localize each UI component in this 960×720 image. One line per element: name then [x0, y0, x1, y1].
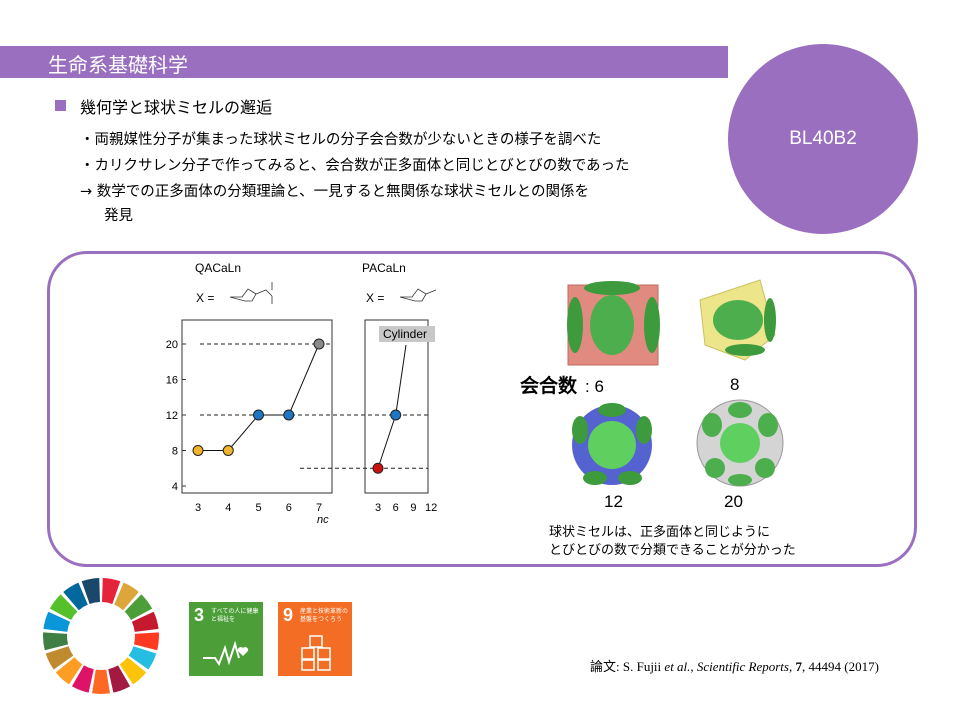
x-tick-label: 6 [286, 502, 292, 514]
x-tick-label: 3 [375, 502, 381, 514]
sdg-3-icon: 3 すべての人に健康と福祉を [189, 602, 263, 676]
y-tick-label: 4 [172, 481, 178, 493]
panel-title-qacal: QACaLn [195, 261, 241, 275]
sdg-wheel-segment [55, 657, 83, 685]
caption-line: とびとびの数で分類できることが分かった [549, 543, 796, 558]
sdg-wheel-segment [49, 594, 78, 620]
dodecahedron-micelle-image [572, 403, 652, 485]
sdg-wheel-segment [131, 611, 159, 632]
data-point [192, 445, 204, 456]
caption-line: 球状ミセルは、正多面体と同じように [549, 525, 771, 540]
x-tick-label: 12 [425, 502, 437, 514]
formula-qacal: X = [196, 291, 214, 305]
molecule-structure-icon [399, 288, 437, 302]
sdg-wheel-segment [92, 669, 110, 694]
sdg-wheel-segment [128, 646, 157, 670]
sdg-number: 3 [194, 605, 205, 625]
y-tick-label: 20 [166, 339, 178, 351]
x-tick-label: 9 [410, 502, 416, 514]
series-line [227, 414, 259, 451]
sdgs-wheel-logo [43, 578, 159, 694]
y-tick-label: 16 [166, 375, 178, 387]
text-line: → 数学での正多面体の分類理論と、一見すると無関係な球状ミセルとの関係を [80, 184, 590, 200]
data-point [222, 445, 234, 456]
data-point [313, 338, 325, 350]
series-line [288, 343, 320, 416]
x-axis-label: nc [317, 514, 329, 526]
data-point [372, 462, 384, 474]
cylinder-label-box [379, 326, 435, 342]
y-tick-label: 8 [172, 446, 178, 458]
x-tick-label: 3 [195, 502, 201, 514]
sdg-text: すべての人に健康と福祉を [211, 608, 259, 623]
aggregation-value: 8 [730, 375, 739, 394]
x-tick-label: 6 [393, 502, 399, 514]
aggregation-value: 20 [724, 492, 743, 511]
cylinder-arrow [395, 344, 407, 416]
section-heading: 幾何学と球状ミセルの邂逅 [80, 98, 273, 117]
sdg-wheel-segment [133, 632, 159, 651]
sdg-wheel-segment [102, 578, 121, 604]
data-point [283, 409, 295, 421]
title-banner: 生命系基礎科学 [0, 46, 728, 78]
sdg-wheel-segment [124, 594, 153, 620]
x-tick-label: 4 [225, 502, 231, 514]
sdg-9-icon: 9 産業と技術革新の基盤をつくろう [278, 602, 352, 676]
plot-frame-left [181, 319, 333, 494]
aggregation-number-label: 会合数 [520, 374, 578, 397]
x-tick-label: 5 [255, 502, 261, 514]
data-point [390, 409, 402, 421]
sdg-wheel-segment [43, 611, 71, 632]
y-tick-label: 12 [166, 410, 178, 422]
sdg-wheel-segment [108, 665, 131, 693]
slide-title: 生命系基礎科学 [48, 53, 188, 77]
sdg-wheel-segment [63, 582, 88, 611]
cube-micelle-image [567, 281, 660, 366]
aggregation-value: : 6 [585, 377, 604, 396]
sdg-wheel-segment [114, 582, 139, 611]
sdg-text: 産業と技術革新の基盤をつくろう [300, 608, 349, 623]
bullet-square-icon [55, 100, 66, 111]
icosahedron-micelle-image [696, 399, 784, 487]
sdg-wheel-segment [45, 646, 74, 670]
series-line [377, 414, 397, 469]
sdg-wheel-segment [71, 665, 94, 693]
octahedron-micelle-image [699, 279, 776, 361]
sdg-wheel-segment [43, 632, 69, 651]
molecule-structure-icon [229, 282, 273, 304]
text-line: 発見 [104, 208, 133, 224]
sdg-number: 9 [283, 605, 294, 625]
x-tick-label: 7 [316, 502, 322, 514]
sdg-wheel-segment [119, 657, 147, 685]
panel-title-pacal: PACaLn [362, 261, 406, 275]
figure-frame [47, 251, 917, 567]
cylinder-label: Cylinder [383, 327, 427, 341]
data-point [253, 409, 264, 421]
plot-frame-right [364, 319, 429, 494]
sdg-wheel-segment [81, 578, 100, 604]
aggregation-value: 12 [604, 492, 623, 511]
text-line: ・両親媒性分子が集まった球状ミセルの分子会合数が少ないときの様子を調べた [80, 132, 602, 148]
formula-pacal: X = [366, 291, 384, 305]
text-line: ・カリクサレン分子で作ってみると、会合数が正多面体と同じとびとびの数であった [80, 158, 630, 174]
paper-reference: 論文: S. Fujii et al., Scientific Reports,… [590, 659, 879, 674]
beamline-badge: BL40B2 [728, 44, 918, 234]
